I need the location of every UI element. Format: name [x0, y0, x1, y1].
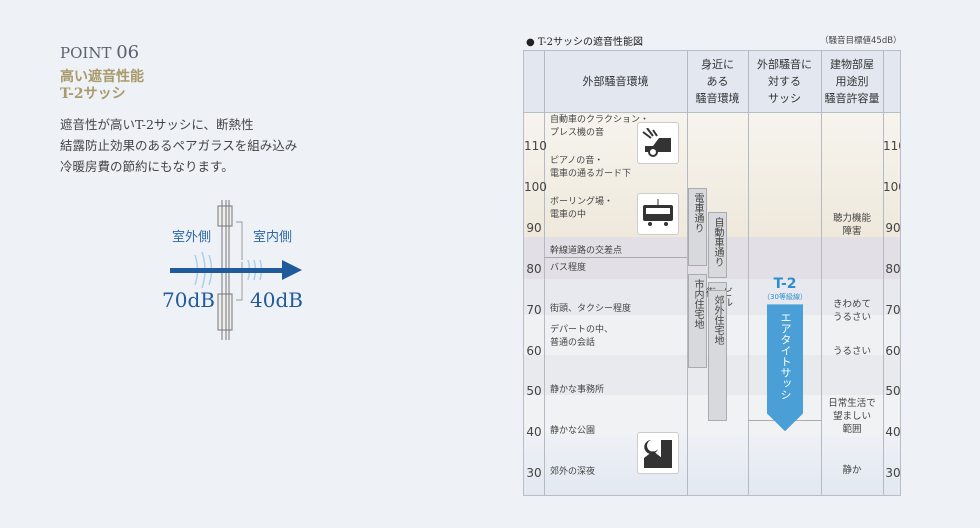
- environment-bar: 自動車通り: [708, 212, 727, 278]
- header-allowance: 建物部屋 用途別 騒音許容量: [821, 51, 883, 113]
- divider: [544, 257, 687, 258]
- scale-label-right: 90: [885, 220, 901, 235]
- scale-label-right: 110: [883, 139, 900, 153]
- description: 遮音性が高いT-2サッシに、断熱性結露防止効果のあるペアガラスを組み込み冷暖房費…: [60, 117, 298, 174]
- environment-bar: 電車通り: [688, 187, 707, 266]
- scale-label-left: 80: [526, 261, 542, 276]
- band-quiet: [524, 435, 900, 495]
- allowance-label: うるさい: [832, 346, 871, 357]
- inside-db: 40dB: [250, 288, 303, 312]
- car-horn-icon: [637, 122, 679, 164]
- noise-source-label: 自動車のクラクション・ プレス機の音: [550, 114, 650, 138]
- night-house-icon: [637, 432, 679, 474]
- noise-source-label: 郊外の深夜: [550, 467, 596, 478]
- header-external-noise: 外部騒音環境: [544, 51, 687, 113]
- scale-label-right: 30: [885, 466, 901, 481]
- noise-source-label: デパートの中、 普通の会話: [550, 325, 614, 349]
- point-label: POINT 06: [60, 42, 140, 63]
- allowance-label: 日常生活で 望ましい 範囲: [828, 398, 876, 436]
- scale-label-right: 100: [883, 179, 900, 194]
- noise-source-label: バス程度: [550, 262, 587, 273]
- scale-label-left: 30: [526, 466, 542, 481]
- header-nearby-noise: 身近に ある 騒音環境: [687, 51, 748, 113]
- scale-label-right: 70: [885, 302, 901, 317]
- sash-cross-section-illustration: [170, 200, 302, 340]
- noise-source-label: ピアノの音・ 電車の通るガード下: [550, 155, 632, 179]
- scale-label-left: 50: [526, 384, 542, 399]
- allowance-label: きわめて うるさい: [832, 298, 871, 323]
- scale-label-left: 90: [526, 220, 542, 235]
- header-blank: [524, 51, 544, 113]
- train-icon: [637, 193, 679, 235]
- scale-label-right: 80: [885, 261, 901, 276]
- scale-label-right: 40: [885, 425, 901, 440]
- chart-note: （騒音目標値45dB）: [820, 36, 902, 46]
- scale-label-left: 100: [524, 179, 547, 194]
- sound-arrow: [170, 268, 290, 273]
- noise-source-label: 静かな事務所: [550, 385, 605, 396]
- noise-source-label: ボーリング場・ 電車の中: [550, 196, 614, 220]
- sash-label: T-2: [773, 276, 797, 293]
- outside-db: 70dB: [162, 288, 215, 312]
- noise-source-label: 静かな公園: [550, 426, 596, 437]
- environment-bar: 市内住宅地: [688, 273, 707, 368]
- scale-label-right: 60: [885, 343, 901, 358]
- scale-label-right: 50: [885, 384, 901, 399]
- inside-label: 室内側: [253, 230, 293, 245]
- sash-arrow: エアタイトサッシ: [767, 304, 803, 432]
- environment-bar: 郊外住宅地: [708, 290, 727, 422]
- chart-title: ● T-2サッシの遮音性能図: [526, 37, 644, 48]
- scale-label-left: 40: [526, 425, 542, 440]
- header-blank: [883, 51, 900, 113]
- noise-source-label: 幹線道路の交差点: [550, 246, 623, 257]
- noise-source-label: 街頭、タクシー程度: [550, 303, 632, 314]
- scale-label-left: 70: [526, 302, 542, 317]
- header-sash: 外部騒音に 対する サッシ: [748, 51, 821, 113]
- sash-grade: （30等級線）: [763, 293, 807, 302]
- allowance-label: 静か: [842, 464, 862, 476]
- allowance-label: 聴力機能 障害: [832, 212, 871, 237]
- outside-label: 室外側: [172, 230, 212, 245]
- scale-label-left: 110: [524, 139, 547, 153]
- scale-label-left: 60: [526, 343, 542, 358]
- sound-insulation-chart: 外部騒音環境 身近に ある 騒音環境 外部騒音に 対する サッシ 建物部屋 用途…: [523, 50, 901, 496]
